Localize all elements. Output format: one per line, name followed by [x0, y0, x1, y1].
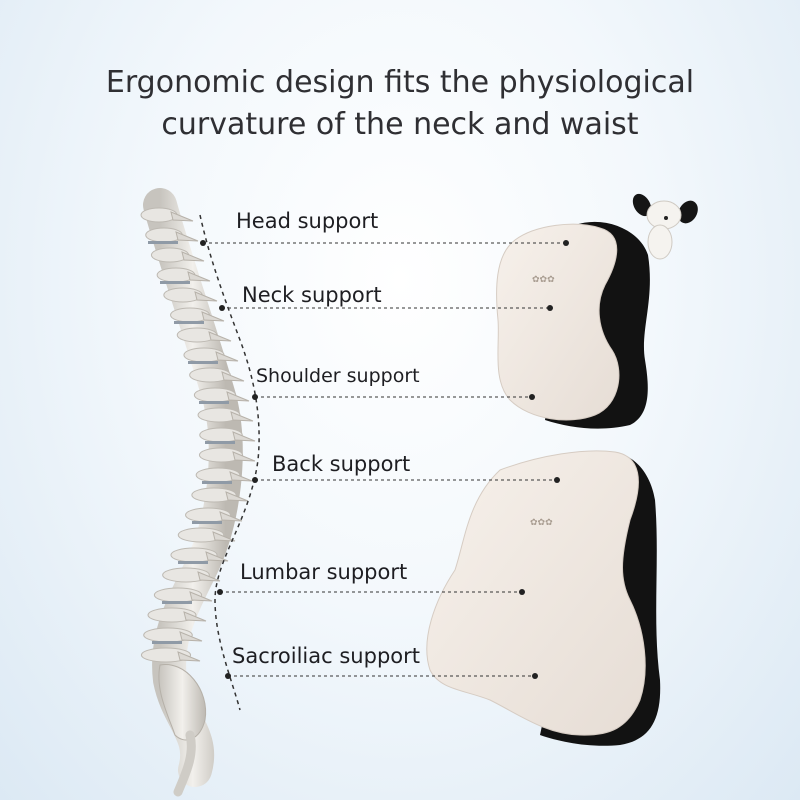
spinous-process [219, 511, 243, 522]
plush-ear-left [632, 193, 652, 217]
intervertebral-disc [205, 441, 235, 444]
callout-dot [532, 673, 538, 679]
intervertebral-disc [199, 401, 229, 404]
callout-dot [219, 305, 225, 311]
spinous-process [183, 611, 207, 622]
intervertebral-disc [148, 241, 178, 244]
spinous-process [221, 371, 245, 382]
curvature-line [199, 214, 260, 711]
headline-line-1: Ergonomic design fits the physiological [105, 65, 695, 100]
spinous-process [187, 271, 211, 282]
spinous-process [205, 551, 229, 562]
intervertebral-disc [152, 641, 182, 644]
intervertebral-disc [188, 361, 218, 364]
spinous-process [225, 491, 249, 502]
callout-lines [200, 240, 569, 679]
vertebra [140, 647, 192, 663]
callout-dot [519, 589, 525, 595]
spinous-process [177, 651, 201, 662]
spinous-process [215, 351, 239, 362]
spinous-process [179, 631, 203, 642]
label-back-support: Back support [272, 452, 411, 476]
callout-dot [547, 305, 553, 311]
callout-dot [252, 394, 258, 400]
spinous-process [229, 471, 253, 482]
tailbone [173, 730, 196, 797]
spine-illustration [140, 188, 256, 797]
spinous-process [212, 531, 236, 542]
plush-dog [632, 193, 698, 260]
spinous-process [201, 311, 225, 322]
plush-body [647, 224, 673, 260]
label-lumbar-support: Lumbar support [240, 560, 408, 584]
spinous-process [232, 431, 256, 442]
spinous-process [181, 251, 205, 262]
lumbar-pillow-logo: ✿✿✿ [530, 518, 553, 528]
sacrum [158, 664, 207, 741]
intervertebral-disc [174, 321, 204, 324]
lumbar-pillow-face [426, 450, 646, 736]
vertebra [198, 447, 244, 463]
neck-pillow-logo: ✿✿✿ [532, 275, 555, 285]
callout-dot [200, 240, 206, 246]
spinous-process [230, 411, 254, 422]
lumbar-pillow: ✿✿✿ [426, 450, 661, 746]
callout-dot [554, 477, 560, 483]
callout-dot [529, 394, 535, 400]
plush-ear-right [678, 200, 698, 224]
intervertebral-disc [160, 281, 190, 284]
spinous-process [232, 451, 256, 462]
callout-dot [217, 589, 223, 595]
spinous-process [226, 391, 250, 402]
spinous-process [189, 591, 213, 602]
spinous-process [194, 291, 218, 302]
spine-discs [140, 207, 256, 663]
intervertebral-disc [178, 561, 208, 564]
intervertebral-disc [162, 601, 192, 604]
spinous-process [170, 211, 194, 222]
label-shoulder-support: Shoulder support [256, 365, 420, 387]
plush-nose [664, 216, 668, 220]
neck-pillow-face [496, 223, 620, 421]
label-sacroiliac-support: Sacroiliac support [232, 644, 420, 668]
vertebra [191, 487, 237, 503]
callout-dot [252, 477, 258, 483]
label-head-support: Head support [236, 209, 379, 233]
plush-head [646, 200, 682, 230]
intervertebral-disc [192, 521, 222, 524]
spinous-process [208, 331, 232, 342]
callout-dot [563, 240, 569, 246]
headline-line-2: curvature of the neck and waist [161, 107, 639, 142]
vertebra [197, 407, 241, 423]
spinous-process [175, 231, 199, 242]
callout-dot [225, 673, 231, 679]
intervertebral-disc [202, 481, 232, 484]
neck-pillow: ✿✿✿ [496, 221, 650, 429]
label-neck-support: Neck support [242, 283, 382, 307]
spinous-process [197, 571, 221, 582]
headline: Ergonomic design fits the physiological … [0, 62, 800, 146]
